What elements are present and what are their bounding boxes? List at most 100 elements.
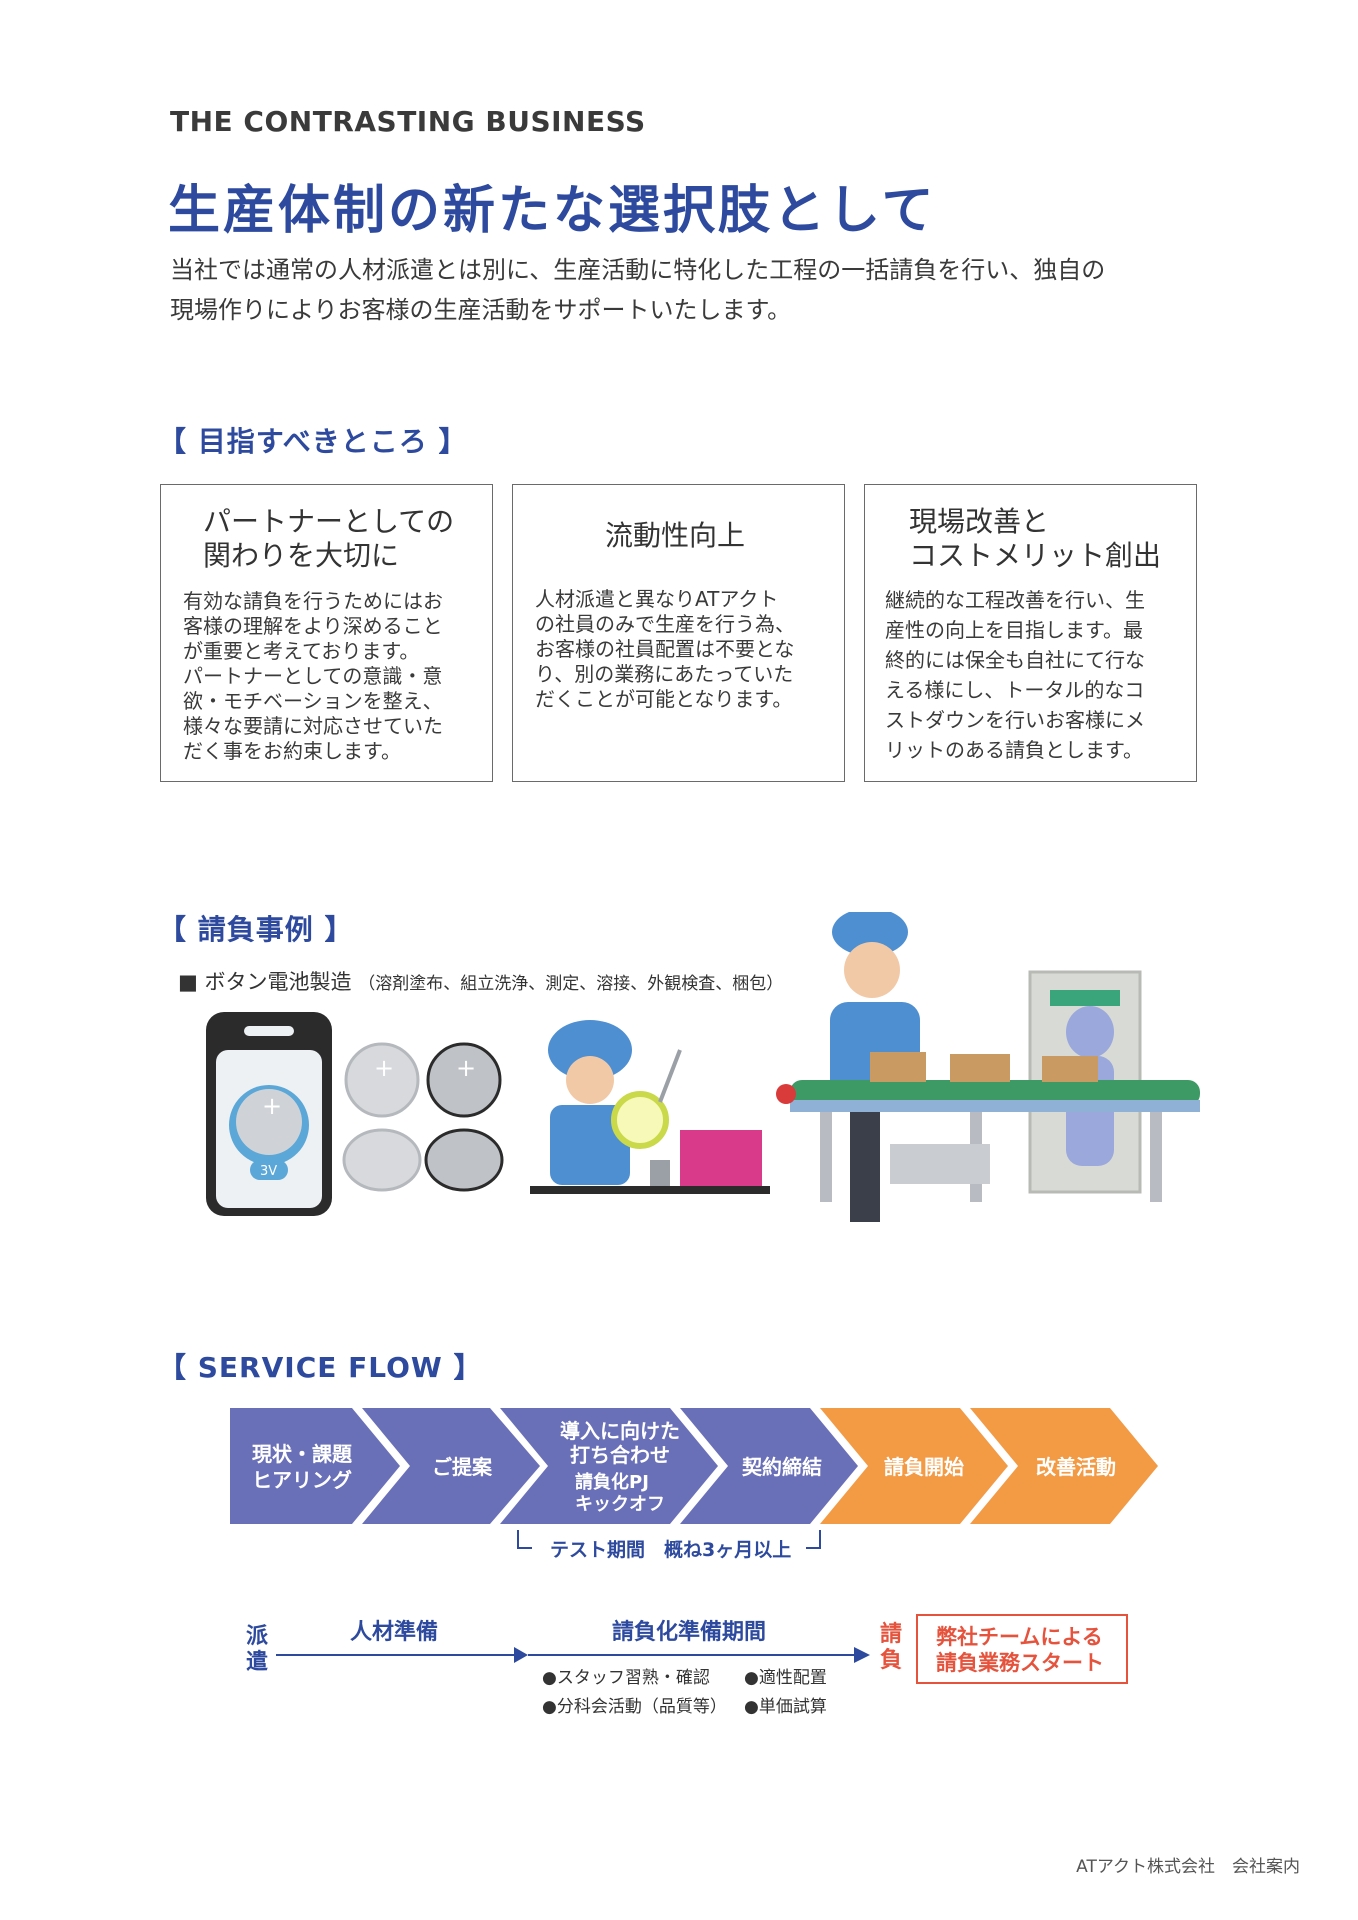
eyebrow-text: THE CONTRASTING BUSINESS	[170, 105, 646, 138]
flow-step-label: ヒアリング	[252, 1468, 352, 1492]
battery-coin	[426, 1042, 502, 1118]
body-line: の社員のみで生産を行う為、	[535, 612, 795, 636]
timeline-phase-preparation: 請負化準備期間	[612, 1620, 767, 1645]
goal-card-title-line: 現場改善と	[909, 505, 1050, 538]
preparation-bullets: ●スタッフ習熟・確認 ●適性配置 ●分科会活動（品質等） ●単価試算	[542, 1664, 827, 1722]
goal-card-title-line: 関わりを大切に	[203, 539, 400, 572]
arrow-head-icon	[514, 1647, 528, 1663]
flow-step-label: 契約締結	[741, 1455, 822, 1479]
conveyor-rail	[790, 1100, 1200, 1112]
body-line: 客様の理解をより深めること	[183, 614, 443, 638]
bullet-row: ●スタッフ習熟・確認 ●適性配置	[542, 1664, 827, 1693]
worker-face	[566, 1056, 614, 1104]
desk	[530, 1186, 770, 1194]
battery-coin	[424, 1128, 504, 1192]
conveyor-belt	[790, 1080, 1200, 1106]
team-start-line: 請負業務スタート	[936, 1651, 1104, 1675]
bullet-row: ●分科会活動（品質等） ●単価試算	[542, 1693, 827, 1722]
conveyor-leg	[1150, 1112, 1162, 1202]
flow-step-label: 打ち合わせ	[570, 1443, 670, 1467]
lamp-stand	[650, 1160, 670, 1186]
lamp-arm	[658, 1049, 682, 1103]
flow-step-label: 導入に向けた	[560, 1419, 680, 1443]
arrow-head-icon	[854, 1647, 870, 1663]
battery-coin	[342, 1128, 422, 1192]
bullet-item: ●単価試算	[744, 1697, 827, 1717]
flow-step-hearing	[230, 1408, 400, 1524]
bullet-item: ●分科会活動（品質等）	[542, 1697, 727, 1717]
flow-step-label: ご提案	[432, 1455, 493, 1479]
worker-cap	[548, 1020, 632, 1080]
service-flow-heading: 【 SERVICE FLOW 】	[158, 1351, 483, 1384]
flow-step-proposal	[362, 1408, 540, 1524]
goals-heading: 【 目指すべきところ 】	[158, 425, 468, 458]
body-line: り、別の業務にあたっていた	[535, 662, 794, 686]
flow-step-label: 請負化PJ	[575, 1471, 649, 1493]
goal-card-title-line: コストメリット創出	[909, 539, 1162, 572]
battery-illustration: + 3V + +	[206, 1012, 504, 1216]
timeline-end-label: 請負	[880, 1622, 903, 1673]
worker-body	[550, 1105, 630, 1185]
goal-card-title: 流動性向上	[605, 519, 746, 552]
worker-silhouette	[1066, 1006, 1114, 1058]
plus-icon: +	[262, 1092, 282, 1120]
body-line: が重要と考えております。	[183, 639, 420, 663]
package-hole	[244, 1026, 294, 1036]
goal-card-body: 有効な請負を行うためにはお 客様の理解をより深めること が重要と考えております。…	[183, 589, 443, 764]
bullet-item: ●スタッフ習熟・確認	[542, 1668, 710, 1688]
goal-card-partner: パートナーとしての 関わりを大切に 有効な請負を行うためにはお 客様の理解をより…	[160, 484, 493, 782]
worker-cap	[832, 912, 908, 956]
body-line: 様々な要請に対応させていた	[183, 714, 443, 738]
goal-card-title-line: パートナーとしての	[203, 505, 455, 538]
conveyor-illustration	[776, 912, 1200, 1222]
conveyor-leg	[820, 1112, 832, 1202]
plus-icon: +	[374, 1054, 394, 1082]
bullet-item: ●適性配置	[744, 1668, 827, 1688]
parts-tray	[680, 1130, 762, 1186]
lead-paragraph: 当社では通常の人材派遣とは別に、生産活動に特化した工程の一括請負を行い、独自の …	[170, 250, 1210, 330]
body-line: ストダウンを行いお客様にメ	[885, 708, 1145, 732]
cardboard-box	[1042, 1056, 1098, 1082]
battery-coin	[344, 1042, 420, 1118]
case-item: ■ ボタン電池製造 （溶剤塗布、組立洗浄、測定、溶接、外観検査、梱包）	[178, 966, 783, 996]
goal-card-cost-merit: 現場改善と コストメリット創出 継続的な工程改善を行い、生 産性の向上を目指しま…	[864, 484, 1197, 782]
goal-card-title: パートナーとしての 関わりを大切に	[203, 505, 454, 573]
worker-face	[844, 942, 900, 998]
body-line: 欲・モチベーションを整え、	[183, 689, 443, 713]
goal-card-title: 現場改善と コストメリット創出	[909, 505, 1161, 573]
conveyor-cabinet	[890, 1144, 990, 1184]
body-line: える様にし、トータル的なコ	[885, 678, 1145, 702]
flow-step-start	[820, 1408, 1008, 1524]
flow-step-label: キックオフ	[575, 1494, 665, 1515]
flow-step-meeting	[500, 1408, 718, 1524]
page-title: 生産体制の新たな選択肢として	[168, 181, 937, 241]
body-line: だく事をお約束します。	[183, 739, 401, 763]
test-period-bracket-right	[806, 1530, 821, 1549]
case-detail: （溶剤塗布、組立洗浄、測定、溶接、外観検査、梱包）	[358, 974, 784, 994]
test-period-label: テスト期間 概ね3ヶ月以上	[550, 1539, 791, 1561]
team-start-line: 弊社チームによる	[936, 1625, 1103, 1649]
cases-heading: 【 請負事例 】	[158, 913, 354, 946]
body-line: リットのある請負とします。	[885, 738, 1143, 762]
flow-step-contract	[680, 1408, 858, 1524]
voltage-badge	[250, 1160, 288, 1180]
body-line: 有効な請負を行うためにはお	[183, 589, 443, 613]
bullet-square: ■	[178, 970, 198, 994]
case-title: ボタン電池製造	[204, 970, 352, 994]
lead-line: 当社では通常の人材派遣とは別に、生産活動に特化した工程の一括請負を行い、独自の	[170, 256, 1106, 284]
goal-card-body: 人材派遣と異なりATアクト の社員のみで生産を行う為、 お客様の社員配置は不要と…	[535, 587, 795, 712]
service-flow-chevrons: 現状・課題 ヒアリング ご提案 導入に向けた 打ち合わせ 請負化PJ キックオフ…	[230, 1408, 1158, 1561]
body-line: 終的には保全も自社にて行な	[885, 648, 1145, 672]
stop-button	[776, 1084, 796, 1104]
body-line: だくことが可能となります。	[535, 687, 793, 711]
cardboard-box	[870, 1052, 926, 1082]
gate-indicator	[1050, 990, 1120, 1006]
cardboard-box	[950, 1054, 1010, 1082]
flow-step-label: 請負開始	[884, 1455, 964, 1479]
flow-step-label: 改善活動	[1036, 1455, 1116, 1479]
body-line: 人材派遣と異なりATアクト	[535, 587, 779, 611]
lead-line: 現場作りによりお客様の生産活動をサポートいたします。	[170, 296, 792, 324]
team-start-box: 弊社チームによる 請負業務スタート	[916, 1614, 1128, 1684]
test-period-bracket-left	[517, 1530, 532, 1549]
goal-card-body: 継続的な工程改善を行い、生 産性の向上を目指します。最 終的には保全も自社にて行…	[885, 585, 1145, 765]
